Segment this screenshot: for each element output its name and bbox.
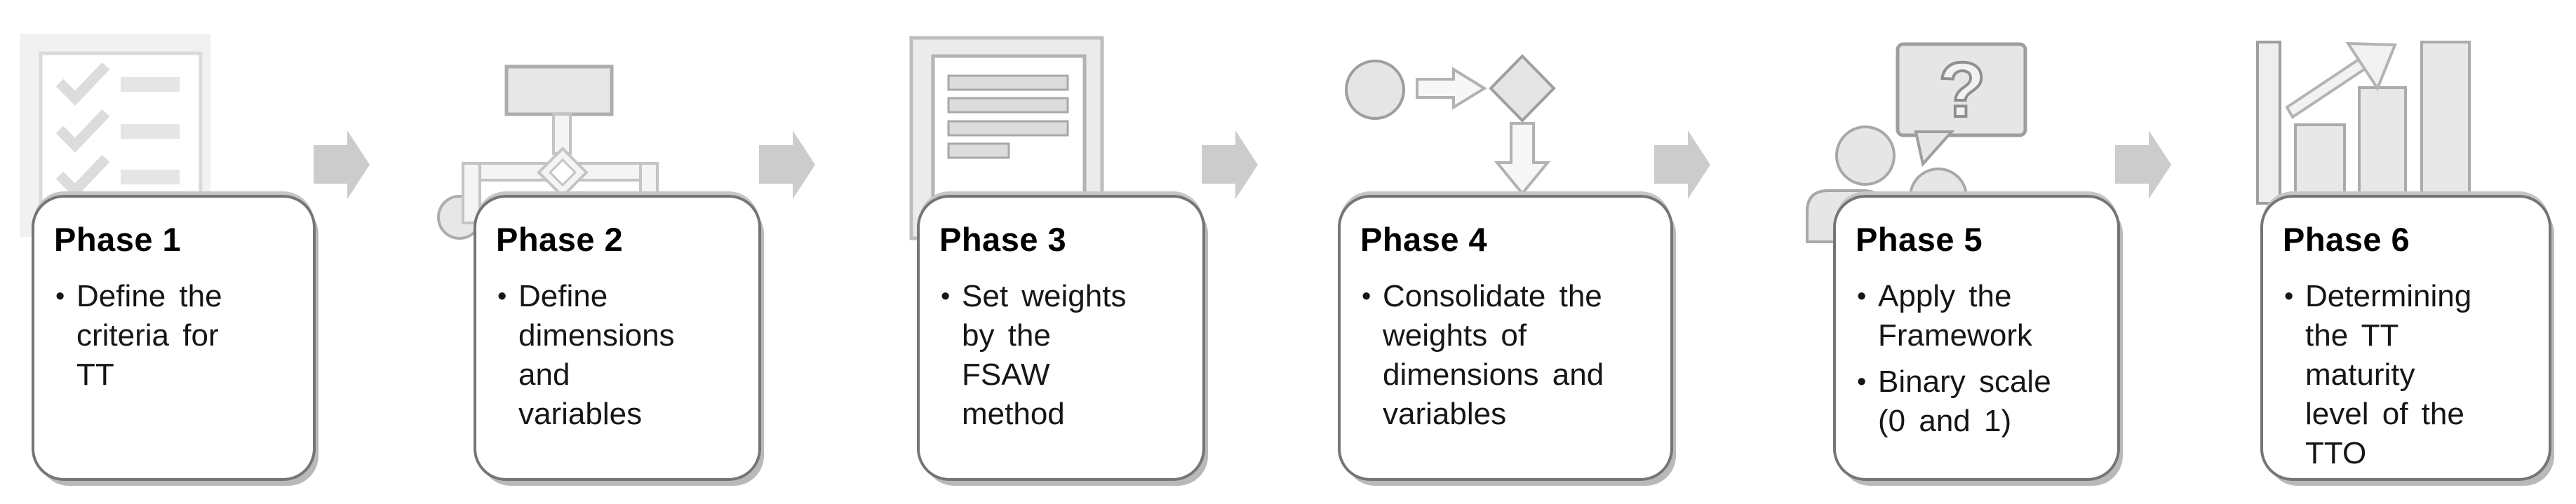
flow-arrow-icon	[1654, 130, 1710, 199]
bullet-line: Apply the	[1878, 279, 2012, 313]
phase-title: Phase 3	[939, 221, 1067, 258]
phase-title: Phase 6	[2283, 221, 2410, 258]
bullet-marker: •	[1857, 367, 1867, 397]
bullet-line: method	[962, 397, 1065, 431]
phase-title: Phase 5	[1856, 221, 1983, 258]
flow-connector-arrows	[314, 130, 2171, 199]
svg-text:?: ?	[1938, 47, 1985, 133]
bullet-line: variables	[1383, 397, 1507, 431]
phase-title: Phase 2	[496, 221, 624, 258]
checklist-icon	[20, 34, 210, 239]
bullet-line: Framework	[1878, 318, 2033, 353]
bullet-line: dimensions	[518, 318, 675, 353]
bullet-item: • Binary scale (0 and 1)	[1856, 362, 2102, 441]
flowchart-icon	[437, 64, 659, 240]
bullet-marker: •	[55, 282, 65, 311]
bullet-line: Consolidate the	[1383, 279, 1602, 313]
bullet-line: (0 and 1)	[1878, 404, 2012, 438]
bullet-line: maturity	[2305, 357, 2415, 392]
bullet-line: the TT	[2305, 318, 2399, 353]
growth-chart-icon	[2256, 41, 2471, 205]
phase-title: Phase 1	[54, 221, 182, 258]
bullet-marker: •	[497, 282, 507, 311]
bullet-line: and	[518, 357, 570, 392]
bullet-line: Binary scale	[1878, 365, 2051, 399]
flow-arrow-icon	[314, 130, 370, 199]
bullet-marker: •	[1362, 282, 1371, 311]
phase-card-4: Phase 4 • Consolidate the weights of dimensi…	[1338, 195, 1673, 481]
bullet-line: Define the	[76, 279, 222, 313]
phase-card-2: Phase 2 • Define dimensions and variables	[474, 195, 761, 481]
bullet-line: by the	[962, 318, 1051, 353]
bullet-line: weights of	[1383, 318, 1527, 353]
bullet-text: Binary scale (0 and 1)	[1878, 362, 2102, 441]
bullet-text: Consolidate the weights of dimensions and v…	[1383, 277, 1655, 434]
phase-title: Phase 4	[1360, 221, 1488, 258]
bullet-line: level of the	[2305, 397, 2464, 431]
process-decision-icon	[1345, 54, 1556, 196]
bullet-line: Determining	[2305, 279, 2472, 313]
flow-arrow-icon	[759, 130, 815, 199]
bullet-marker: •	[1857, 282, 1867, 311]
bullet-line: TT	[76, 357, 114, 392]
bullet-marker: •	[2284, 282, 2294, 311]
bullet-line: Set weights	[962, 279, 1127, 313]
flow-arrow-icon	[2115, 130, 2171, 199]
bullet-line: TTO	[2305, 436, 2367, 470]
bullet-line: dimensions and	[1383, 357, 1604, 392]
bullet-line: criteria for	[76, 318, 219, 353]
bullet-line: Define	[518, 279, 608, 313]
bullet-line: FSAW	[962, 357, 1050, 392]
flow-arrow-icon	[1202, 130, 1258, 199]
phase-card-6: Phase 6 • Determining the TT maturity level o…	[2260, 195, 2551, 481]
bullet-marker: •	[941, 282, 951, 311]
bullet-line: variables	[518, 397, 643, 431]
bullet-item: • Define dimensions and variables	[496, 277, 743, 434]
bullet-text: Define dimensions and variables	[518, 277, 743, 434]
bullet-item: • Consolidate the weights of dimensions and…	[1360, 277, 1655, 434]
